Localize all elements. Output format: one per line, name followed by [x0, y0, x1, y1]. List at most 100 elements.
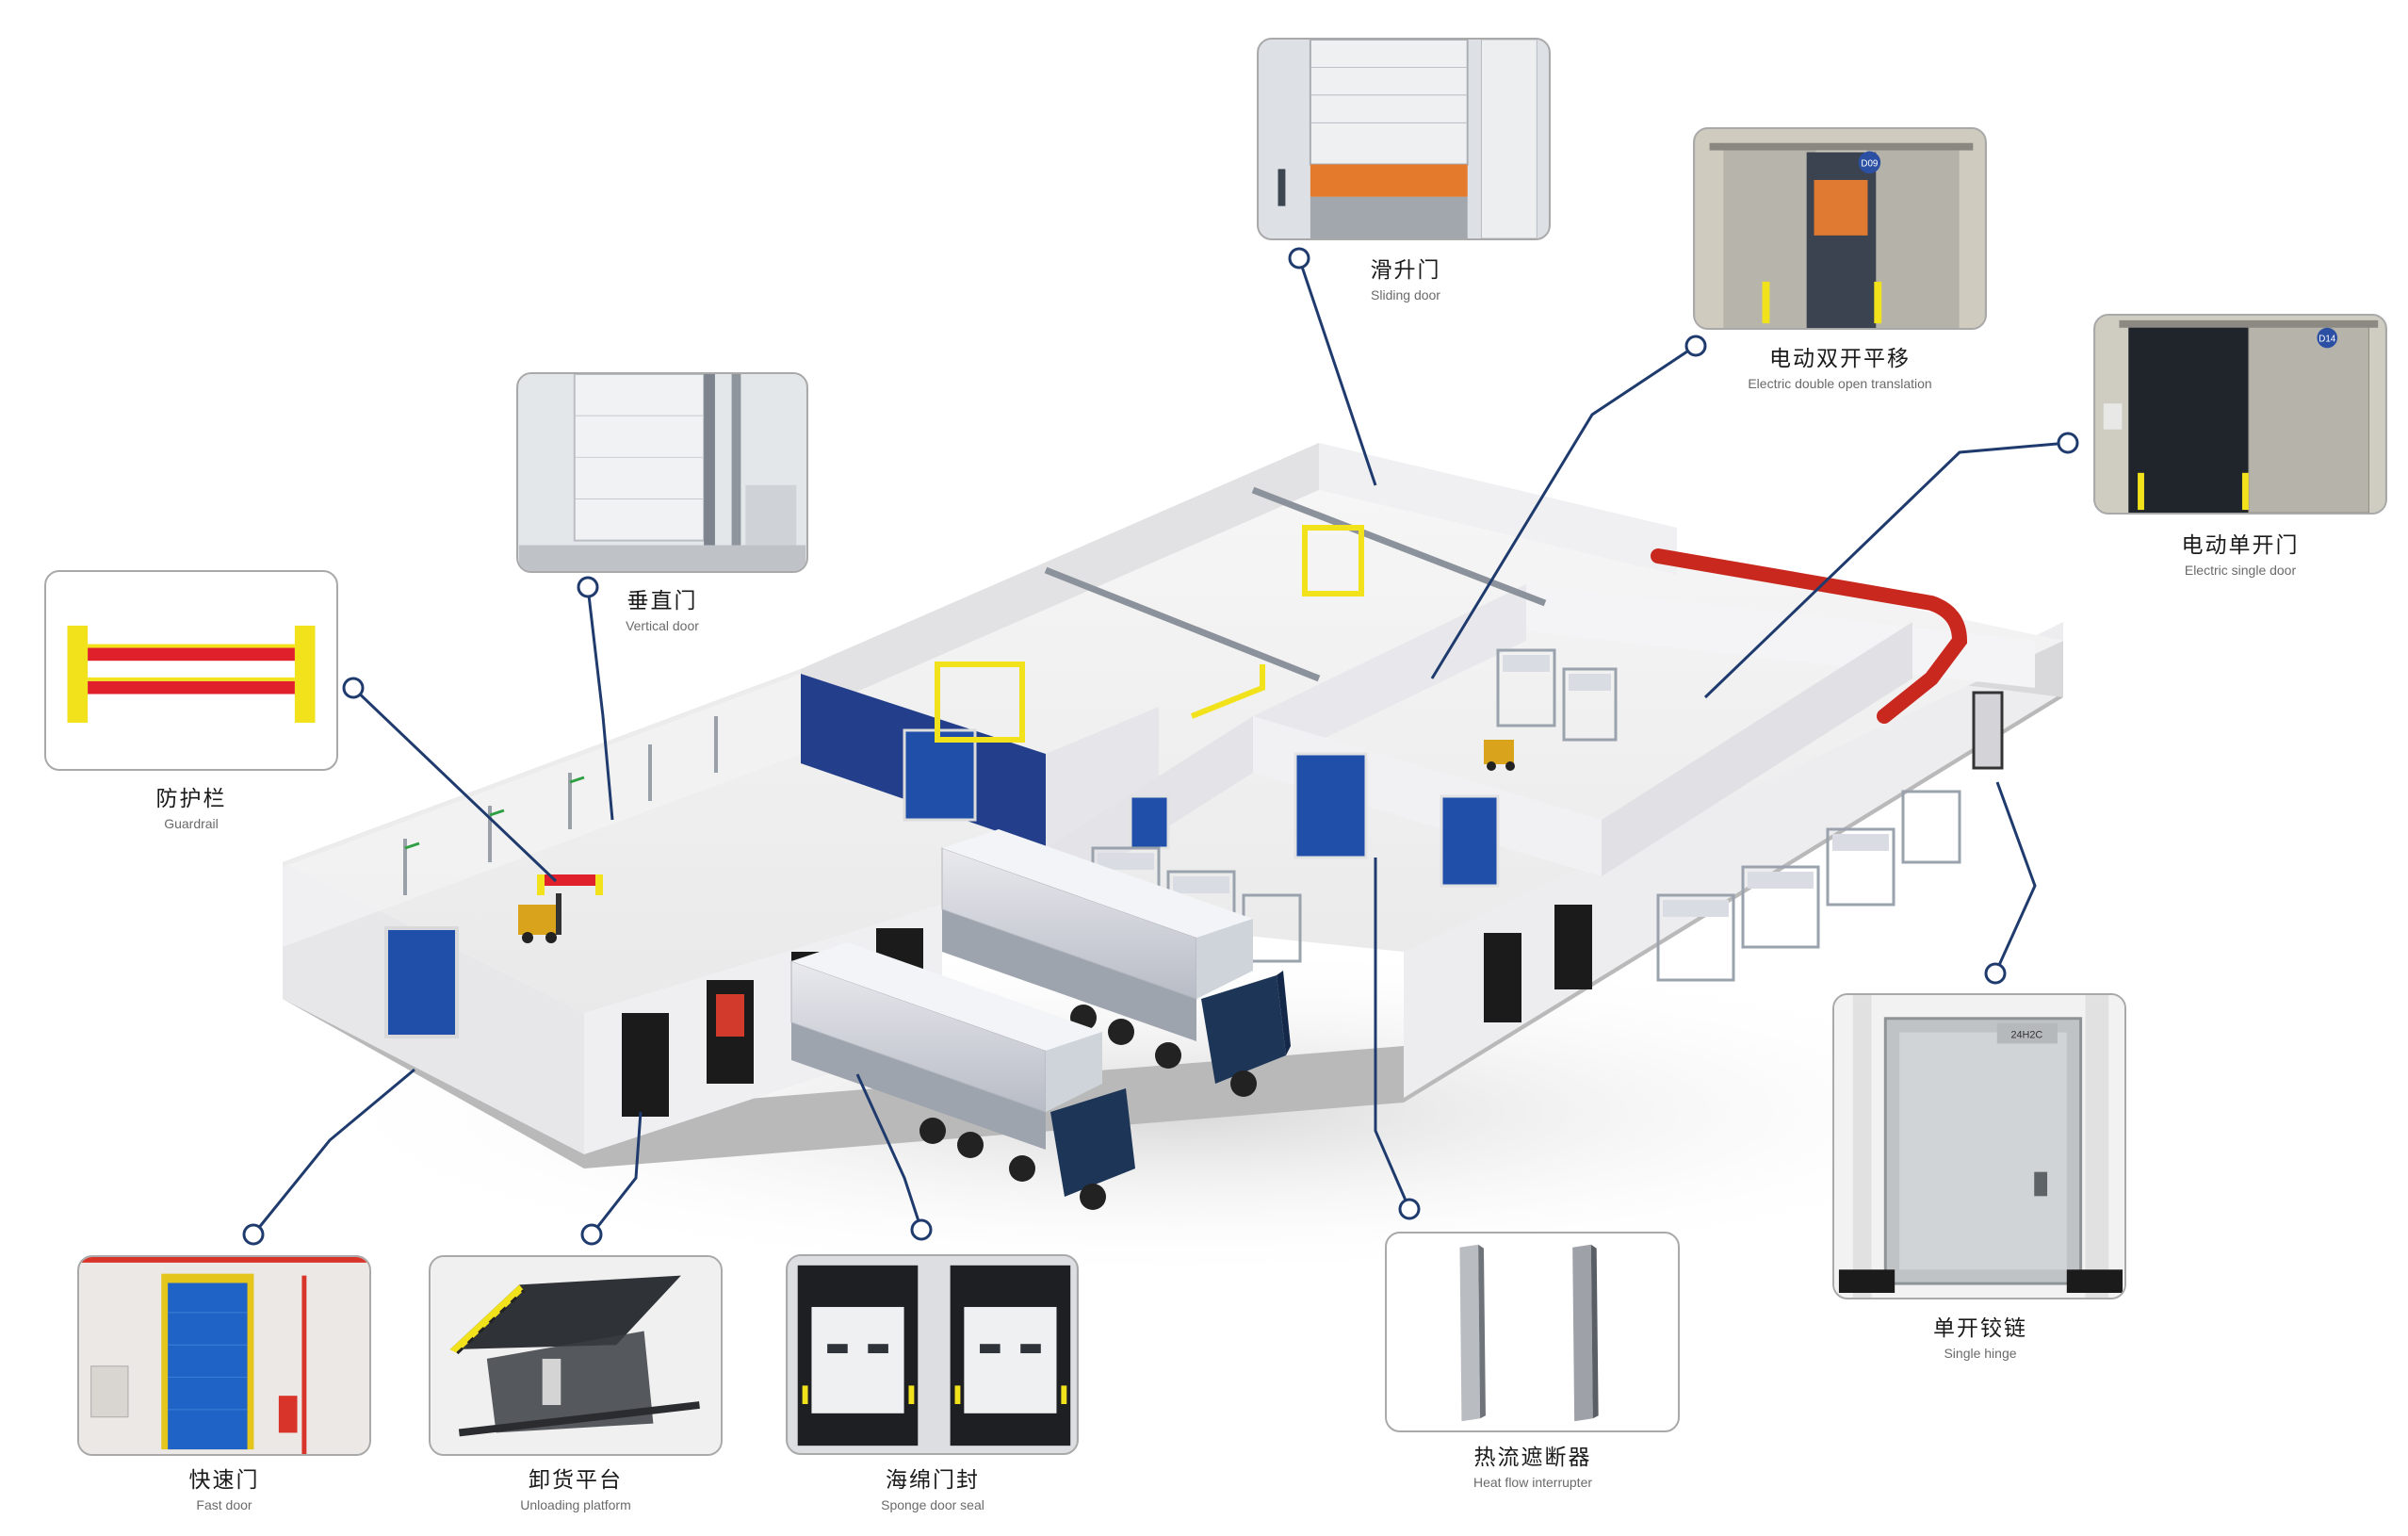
card-vertical-door	[516, 372, 808, 573]
electric-single-title: 电动单开门	[2181, 532, 2300, 557]
card-unloading-platform	[429, 1255, 723, 1456]
card-sliding-door	[1257, 38, 1551, 240]
sliding-door-photo	[1259, 40, 1549, 238]
badge-d09: D09	[1861, 158, 1878, 169]
sponge-seal-title: 海绵门封	[886, 1467, 980, 1492]
connector-sponge	[855, 1073, 923, 1231]
partition-2	[1253, 584, 1526, 773]
electric-double-title: 电动双开平移	[1769, 346, 1911, 370]
card-fast-door	[77, 1255, 371, 1456]
sliding-door-subtitle: Sliding door	[1371, 287, 1440, 302]
card-heat-flow	[1385, 1232, 1680, 1432]
end-wall-door	[1972, 691, 2004, 770]
badge-d14: D14	[2319, 334, 2336, 344]
label-single-hinge: 单开铰链 Single hinge	[1773, 1315, 2188, 1363]
door-plate: 24H2C	[2010, 1029, 2042, 1040]
forklift-left	[518, 893, 561, 943]
dot-platform	[580, 1223, 603, 1246]
front-fast-door	[384, 926, 459, 1038]
guardrail-subtitle: Guardrail	[164, 816, 219, 831]
heat-flow-title: 热流遮断器	[1473, 1445, 1592, 1469]
dot-vertical	[577, 576, 599, 598]
electric-single-subtitle: Electric single door	[2184, 563, 2297, 578]
single-hinge-subtitle: Single hinge	[1944, 1346, 2017, 1361]
electric-double-photo: D09	[1695, 129, 1985, 328]
single-hinge-title: 单开铰链	[1933, 1315, 2027, 1340]
connector-edouble	[1430, 344, 1697, 679]
fast-door-title: 快速门	[188, 1467, 260, 1492]
connector-dots	[242, 247, 2079, 1246]
guardrail-title: 防护栏	[155, 786, 227, 810]
heat-flow-subtitle: Heat flow interrupter	[1472, 1475, 1593, 1490]
card-sponge-seal	[786, 1254, 1079, 1455]
connector-guardrail	[351, 686, 558, 883]
sliding-door-title: 滑升门	[1370, 257, 1441, 282]
connector-heatflow	[1374, 858, 1411, 1210]
red-pipe	[1651, 548, 1968, 724]
electric-double-subtitle: Electric double open translation	[1748, 376, 1932, 391]
back-wall-long	[1319, 443, 1677, 575]
connector-platform	[590, 1111, 643, 1235]
electric-single-photo: D14	[2095, 316, 2385, 513]
label-electric-double: 电动双开平移 Electric double open translation	[1633, 345, 2047, 393]
sponge-seal-photo	[788, 1256, 1077, 1453]
unloading-platform-subtitle: Unloading platform	[520, 1497, 631, 1512]
rack-boxes	[1098, 655, 1889, 917]
inner-rapid-door-2	[1440, 794, 1500, 888]
partition-4	[1602, 622, 1912, 876]
vertical-door-photo	[518, 374, 806, 571]
single-hinge-photo: 24H2C	[1834, 995, 2124, 1298]
sponge-seal-subtitle: Sponge door seal	[881, 1497, 984, 1512]
card-electric-double: D09	[1693, 127, 1987, 330]
label-electric-single: 电动单开门 Electric single door	[2033, 531, 2408, 580]
unloading-platform-photo	[431, 1257, 721, 1454]
connector-sliding	[1297, 257, 1377, 486]
connector-esingle	[1703, 441, 2069, 699]
ceiling-beams	[1044, 486, 1547, 682]
inner-rapid-door-1	[1293, 752, 1368, 859]
dot-sponge	[910, 1218, 933, 1241]
label-fast-door: 快速门 Fast door	[17, 1466, 431, 1514]
forklift-right	[1484, 740, 1515, 771]
card-single-hinge: 24H2C	[1832, 993, 2126, 1299]
dot-guardrail	[342, 677, 365, 699]
blue-room-door	[903, 728, 977, 822]
fast-door-subtitle: Fast door	[196, 1497, 252, 1512]
connector-fast	[252, 1068, 415, 1235]
yellow-frames	[935, 525, 1364, 743]
label-unloading-platform: 卸货平台 Unloading platform	[368, 1466, 783, 1514]
connector-lines	[252, 257, 2069, 1235]
label-vertical-door: 垂直门 Vertical door	[455, 587, 870, 635]
vertical-door-subtitle: Vertical door	[626, 618, 699, 633]
dot-heatflow	[1398, 1198, 1421, 1220]
label-guardrail: 防护栏 Guardrail	[0, 785, 399, 833]
inner-rapid-door-3	[1129, 794, 1170, 850]
back-wall-top	[801, 443, 1319, 716]
dot-sliding	[1288, 247, 1310, 270]
label-heat-flow: 热流遮断器 Heat flow interrupter	[1326, 1444, 1740, 1492]
guardrail-photo	[67, 625, 316, 723]
label-sliding-door: 滑升门 Sliding door	[1198, 256, 1613, 304]
fast-door-photo	[79, 1257, 369, 1454]
interior-wall-left	[283, 669, 801, 947]
label-sponge-seal: 海绵门封 Sponge door seal	[725, 1466, 1140, 1514]
dock-doors-front	[716, 994, 744, 1037]
dot-esingle	[2057, 432, 2079, 454]
card-electric-single: D14	[2093, 314, 2387, 515]
card-guardrail	[44, 570, 338, 771]
dot-fast	[242, 1223, 265, 1246]
connector-hinge	[1993, 781, 2037, 974]
dock-seals-right	[1484, 905, 1592, 1022]
heat-flow-photo	[1459, 1244, 1599, 1422]
truck-back	[941, 829, 1291, 1097]
connector-vertical	[586, 586, 614, 821]
vertical-door-title: 垂直门	[626, 588, 698, 613]
truck-front	[790, 942, 1135, 1210]
dot-hinge	[1984, 962, 2007, 985]
dot-edouble	[1684, 335, 1707, 357]
warehouse-floor	[283, 443, 2063, 1013]
dock-markers	[404, 776, 585, 850]
unloading-platform-title: 卸货平台	[529, 1467, 623, 1492]
